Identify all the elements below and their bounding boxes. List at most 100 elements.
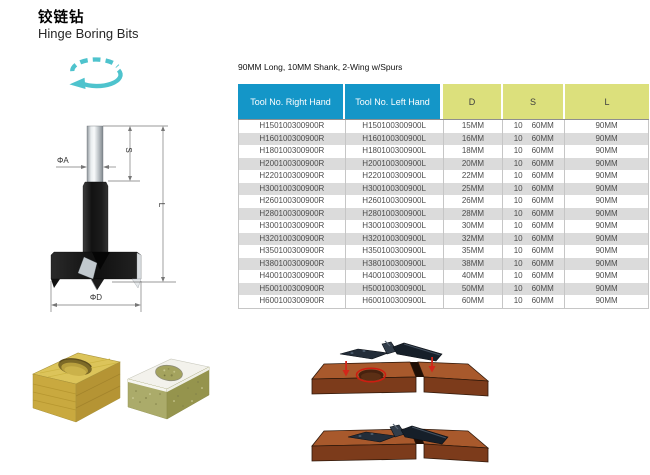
col-header-s: S — [503, 84, 565, 119]
shank-diameter-value: 10 — [513, 246, 523, 255]
shank-diameter-value: 10 — [513, 283, 523, 293]
cell-tool-no-left: H280100300900L — [346, 207, 444, 220]
shank-length-value: 60MM — [531, 133, 554, 143]
shank-diameter-value: 10 — [513, 183, 523, 193]
cell-tool-no-left: H220100300900L — [346, 170, 444, 183]
page-title-zh: 铰链钻 — [38, 10, 85, 26]
dimension-lines — [50, 125, 176, 312]
drill-bit-diagram: ΦA S L ΦD — [50, 125, 176, 312]
cell-shank: 10 60MM — [503, 120, 566, 133]
cell-tool-no-right: H200100300900R — [239, 157, 346, 170]
shank-diameter-value: 10 — [513, 133, 523, 143]
cell-overall-length: 90MM — [565, 220, 649, 233]
cell-diameter: 20MM — [444, 157, 504, 170]
cell-diameter: 32MM — [444, 232, 504, 245]
shank-length-value: 60MM — [531, 208, 554, 218]
cell-tool-no-left: H500100300900L — [346, 282, 444, 295]
shank-diameter-value: 10 — [513, 196, 523, 205]
cell-overall-length: 90MM — [565, 207, 649, 220]
cell-tool-no-right: H500100300900R — [239, 282, 346, 295]
shank-length-value: 60MM — [531, 258, 554, 268]
cell-tool-no-left: H300100300900L — [346, 182, 444, 195]
cell-shank: 10 60MM — [503, 270, 566, 283]
cell-diameter: 16MM — [444, 132, 504, 145]
cell-overall-length: 90MM — [565, 120, 649, 133]
cell-diameter: 38MM — [444, 257, 504, 270]
shank-diameter-value: 10 — [513, 258, 523, 268]
shank-diameter-value: 10 — [513, 221, 523, 230]
shank-length-value: 60MM — [531, 121, 554, 130]
cell-tool-no-right: H380100300900R — [239, 257, 346, 270]
shank-diameter-value: 10 — [513, 271, 523, 280]
hinge-above-panels-scene — [311, 340, 490, 397]
cell-tool-no-right: H400100300900R — [239, 270, 346, 283]
cell-overall-length: 90MM — [565, 182, 649, 195]
cell-tool-no-right: H280100300900R — [239, 207, 346, 220]
col-header-tool-left: Tool No. Left Hand — [345, 84, 443, 119]
cell-tool-no-right: H220100300900R — [239, 170, 346, 183]
shank-diameter-value: 10 — [513, 121, 523, 130]
label-overall-length: L — [157, 203, 166, 208]
cell-overall-length: 90MM — [565, 245, 649, 258]
hinge-hardware — [339, 340, 443, 362]
cell-tool-no-right: H150100300900R — [239, 120, 346, 133]
cell-tool-no-left: H380100300900L — [346, 257, 444, 270]
cell-tool-no-left: H300100300900L — [346, 220, 444, 233]
bored-hole — [58, 358, 92, 376]
hinge-hardware-installed — [347, 423, 449, 445]
cell-tool-no-right: H160100300900R — [239, 132, 346, 145]
shank-length-value: 60MM — [531, 171, 554, 180]
cell-diameter: 30MM — [444, 220, 504, 233]
cell-diameter: 15MM — [444, 120, 504, 133]
bit-body — [82, 181, 109, 254]
cell-diameter: 25MM — [444, 182, 504, 195]
cell-shank: 10 60MM — [503, 195, 566, 208]
shank-length-value: 60MM — [531, 196, 554, 205]
cell-tool-no-left: H180100300900L — [346, 145, 444, 158]
cell-diameter: 22MM — [444, 170, 504, 183]
shank-length-value: 60MM — [531, 233, 554, 243]
cell-shank: 10 60MM — [503, 220, 566, 233]
shank-diameter-value: 10 — [513, 233, 523, 243]
cell-tool-no-right: H600100300900R — [239, 295, 346, 308]
cell-tool-no-right: H300100300900R — [239, 182, 346, 195]
rotation-arrow-icon — [69, 57, 123, 90]
cell-tool-no-right: H180100300900R — [239, 145, 346, 158]
shank-length-value: 60MM — [531, 221, 554, 230]
label-cutting-diameter: ΦD — [90, 293, 102, 302]
table-header: Tool No. Right Hand Tool No. Left Hand D… — [238, 84, 649, 120]
cell-overall-length: 90MM — [565, 232, 649, 245]
hole-highlight-circle — [355, 367, 387, 383]
cell-shank: 10 60MM — [503, 257, 566, 270]
shank-length-value: 60MM — [531, 271, 554, 280]
cell-overall-length: 90MM — [565, 257, 649, 270]
cell-shank: 10 60MM — [503, 132, 566, 145]
cell-tool-no-right: H350100300900R — [239, 245, 346, 258]
cell-overall-length: 90MM — [565, 270, 649, 283]
shank-diameter-value: 10 — [513, 208, 523, 218]
cell-tool-no-left: H260100300900L — [346, 195, 444, 208]
right-spur — [131, 278, 142, 289]
label-shank-diameter: ΦA — [57, 156, 69, 165]
cell-diameter: 50MM — [444, 282, 504, 295]
spec-note: 90MM Long, 10MM Shank, 2-Wing w/Spurs — [238, 62, 403, 72]
